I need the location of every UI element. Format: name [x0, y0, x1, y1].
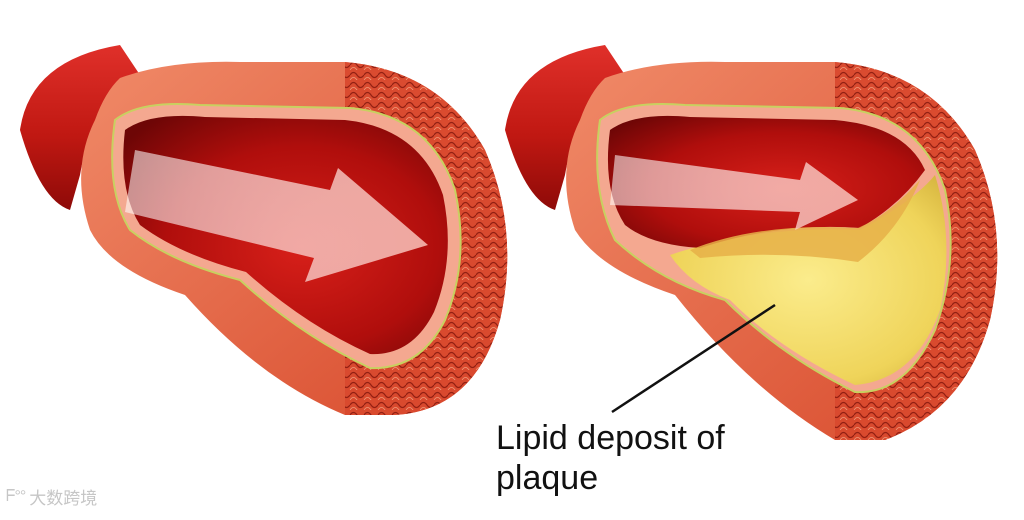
healthy-artery [20, 45, 508, 416]
watermark-text: 大数跨境 [29, 489, 98, 508]
flow-arrow-icon [610, 155, 858, 230]
annotation-leader-line [611, 303, 776, 414]
annotation-line-2: plaque [496, 459, 599, 497]
flow-arrow-icon [125, 150, 428, 282]
watermark: ᖴ°° 大数跨境 [6, 484, 97, 509]
plaque-surface [690, 180, 920, 262]
narrowed-artery [505, 45, 998, 441]
annotation-line-1: Lipid deposit of [496, 419, 725, 457]
watermark-logo: ᖴ°° [6, 487, 26, 505]
plaque-annotation: Lipid deposit of plaque [496, 418, 796, 498]
